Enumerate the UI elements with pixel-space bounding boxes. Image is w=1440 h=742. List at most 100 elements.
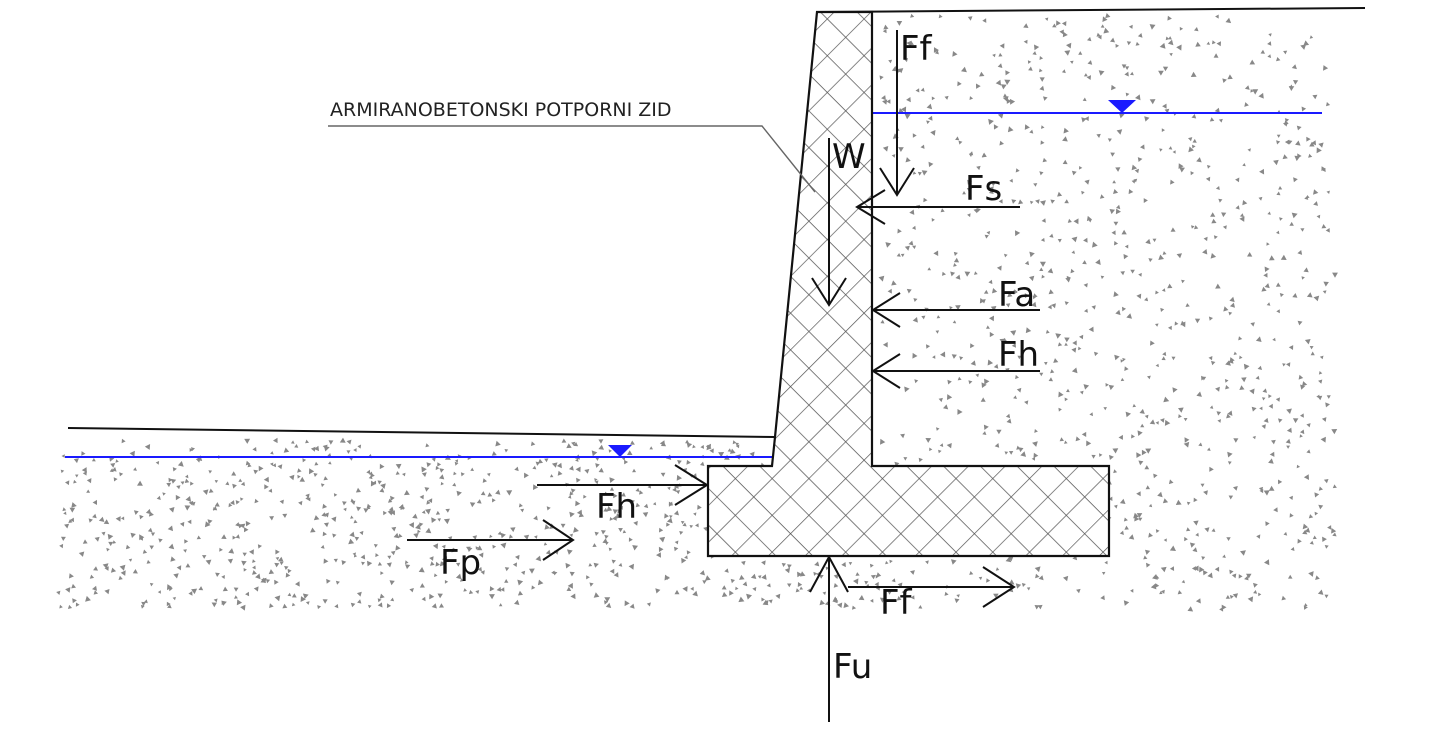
soil-dot	[1132, 403, 1137, 408]
soil-dot	[257, 544, 262, 549]
soil-dot	[1188, 137, 1193, 142]
soil-dot	[529, 568, 535, 574]
soil-dot	[953, 251, 958, 256]
soil-dot	[1120, 271, 1125, 276]
soil-dot	[1055, 333, 1062, 339]
soil-dot	[386, 603, 392, 609]
soil-dot	[1239, 216, 1245, 222]
soil-dot	[1217, 419, 1221, 423]
soil-dot	[1300, 429, 1305, 435]
soil-dot	[107, 533, 114, 540]
soil-dot	[429, 556, 434, 561]
soil-dot	[441, 544, 446, 549]
soil-dot	[369, 471, 373, 476]
soil-dot	[1231, 573, 1237, 579]
soil-dot	[427, 498, 433, 503]
soil-dot	[1260, 49, 1265, 54]
soil-dot	[1286, 362, 1291, 367]
soil-dot	[1102, 16, 1108, 22]
soil-dot	[535, 555, 542, 562]
soil-dot	[601, 530, 606, 535]
soil-dot	[926, 103, 933, 110]
soil-dot	[278, 556, 284, 562]
soil-dot	[1171, 356, 1176, 361]
soil-dot	[300, 596, 306, 602]
soil-dot	[660, 441, 667, 447]
soil-dot	[184, 505, 191, 511]
soil-dot	[1053, 358, 1059, 363]
soil-dot	[1233, 486, 1238, 491]
soil-dot	[1286, 427, 1292, 433]
soil-dot	[1193, 497, 1198, 503]
soil-dot	[1207, 572, 1213, 579]
soil-dot	[604, 491, 609, 496]
soil-dot	[1009, 98, 1016, 105]
soil-dot	[969, 96, 974, 100]
soil-dot	[964, 271, 971, 277]
soil-dot	[350, 602, 356, 608]
soil-dot	[1207, 165, 1211, 169]
soil-dot	[700, 444, 704, 449]
soil-dot	[1273, 507, 1278, 513]
soil-dot	[1321, 417, 1327, 422]
soil-dot	[666, 517, 673, 524]
soil-dot	[544, 458, 549, 463]
soil-dot	[1125, 66, 1130, 70]
soil-dot	[291, 602, 296, 607]
soil-dot	[1213, 235, 1218, 240]
soil-dot	[1159, 42, 1166, 49]
soil-dot	[1297, 250, 1303, 255]
soil-dot	[986, 325, 990, 329]
soil-dot	[1073, 218, 1079, 225]
soil-dot	[575, 458, 579, 462]
soil-dot	[1015, 583, 1022, 589]
soil-dot	[1147, 375, 1151, 380]
soil-dot	[983, 289, 989, 294]
soil-dot	[680, 521, 685, 525]
soil-dot	[187, 519, 192, 525]
soil-dot	[1110, 152, 1115, 157]
soil-dot	[1261, 286, 1267, 292]
soil-dot	[1209, 466, 1214, 472]
soil-dot	[1296, 464, 1301, 469]
soil-dot	[682, 522, 687, 527]
soil-dot	[962, 191, 966, 195]
soil-dot	[1133, 178, 1138, 183]
soil-dot	[882, 342, 888, 348]
soil-dot	[1176, 253, 1182, 259]
soil-dot	[326, 578, 331, 584]
soil-dot	[1089, 412, 1093, 417]
soil-dot	[413, 533, 419, 539]
soil-dot	[923, 197, 928, 203]
soil-dot	[498, 603, 503, 607]
soil-dot	[974, 271, 978, 275]
soil-dot	[334, 604, 339, 609]
soil-dot	[958, 140, 963, 145]
soil-dot	[1144, 414, 1149, 419]
soil-dot	[1096, 32, 1101, 37]
soil-dot	[269, 603, 274, 608]
soil-dot	[297, 468, 302, 473]
soil-dot	[1007, 292, 1013, 298]
soil-dot	[65, 480, 70, 486]
soil-dot	[570, 593, 576, 600]
soil-dot	[1276, 191, 1281, 196]
soil-dot	[1049, 233, 1054, 238]
soil-dot	[346, 450, 351, 454]
soil-dot	[486, 472, 491, 477]
soil-dot	[591, 450, 598, 457]
soil-dot	[274, 562, 280, 568]
soil-dot	[1108, 496, 1113, 501]
soil-dot	[1190, 71, 1197, 77]
soil-dot	[1024, 400, 1029, 405]
soil-dot	[1126, 313, 1132, 319]
soil-dot	[157, 590, 161, 594]
soil-dot	[1262, 397, 1266, 401]
soil-dot	[1133, 512, 1139, 519]
soil-dot	[1034, 429, 1038, 433]
force-label: Ff	[900, 29, 933, 69]
soil-dot	[1100, 275, 1105, 280]
soil-dot	[1235, 205, 1240, 210]
soil-dot	[910, 595, 915, 600]
soil-dot	[1041, 125, 1045, 129]
